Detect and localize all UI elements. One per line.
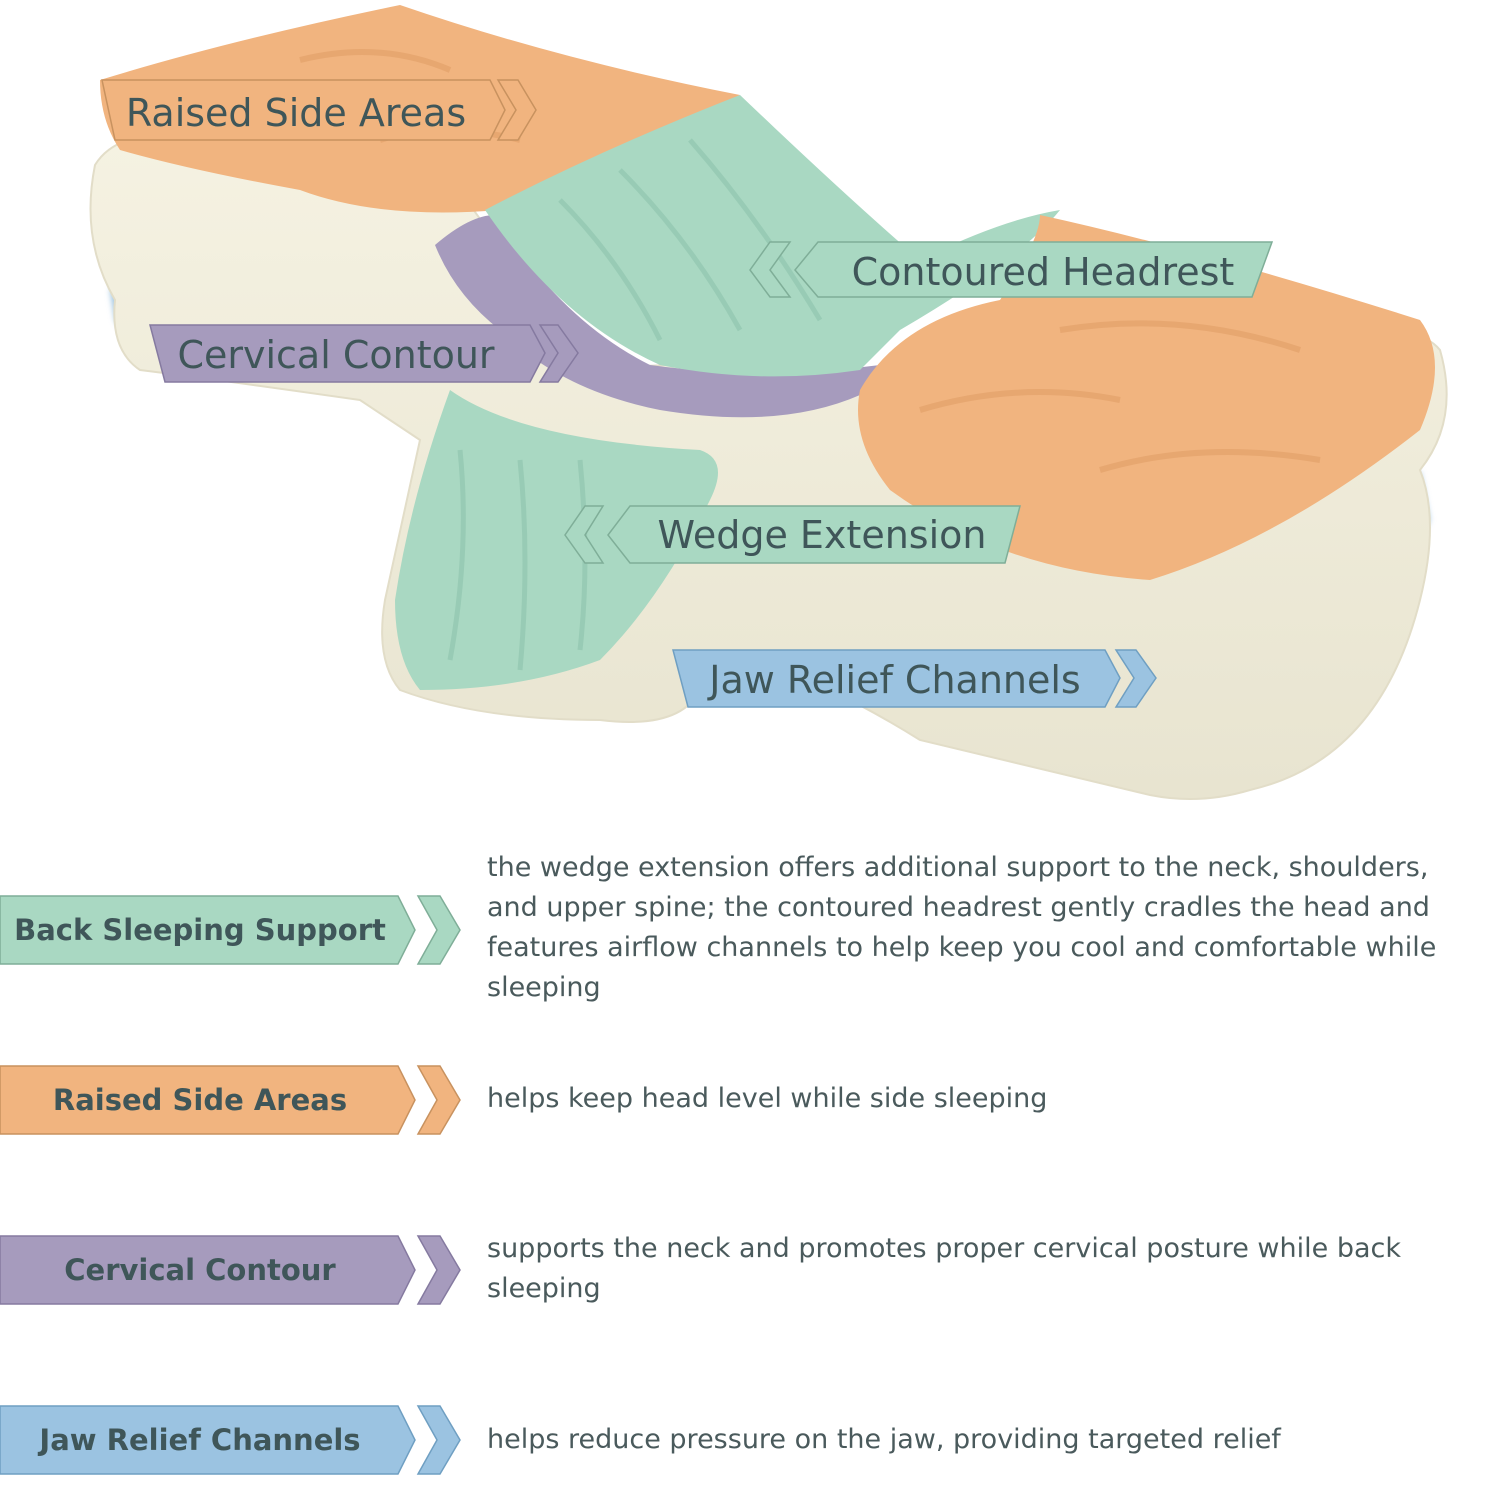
callout-raised-side-areas: Raised Side Areas bbox=[101, 79, 537, 141]
contoured-headrest-region bbox=[485, 95, 1060, 377]
legend-label-jaw-relief: Jaw Relief Channels bbox=[39, 1423, 361, 1457]
callout-label-raised-side-areas: Raised Side Areas bbox=[126, 91, 466, 135]
callout-cervical-contour: Cervical Contour bbox=[149, 324, 579, 383]
legend-label-back-sleeping: Back Sleeping Support bbox=[14, 913, 386, 947]
wedge-extension-region bbox=[395, 390, 718, 690]
callout-jaw-relief-channels: Jaw Relief Channels bbox=[672, 649, 1157, 708]
legend-description-raised-side: helps keep head level while side sleepin… bbox=[487, 1083, 1048, 1114]
pillow-illustration: Raised Side Areas Contoured Headrest Cer… bbox=[89, 5, 1448, 800]
legend-description-jaw-relief: helps reduce pressure on the jaw, provid… bbox=[487, 1424, 1281, 1455]
legend-description-back-sleeping: the wedge extension offers additional su… bbox=[487, 852, 1437, 1003]
callout-label-wedge-extension: Wedge Extension bbox=[658, 513, 987, 557]
legend-description-cervical: supports the neck and promotes proper ce… bbox=[487, 1233, 1401, 1304]
raised-side-area-right bbox=[858, 215, 1435, 580]
callout-label-contoured-headrest: Contoured Headrest bbox=[852, 250, 1235, 294]
callout-wedge-extension: Wedge Extension bbox=[564, 505, 1021, 564]
legend-badge-orange bbox=[0, 1065, 461, 1135]
callout-label-jaw-relief-channels: Jaw Relief Channels bbox=[707, 658, 1080, 702]
legend-badge-purple bbox=[0, 1235, 461, 1305]
legend-badge-blue bbox=[0, 1405, 461, 1475]
cervical-contour-region bbox=[435, 215, 880, 418]
legend-label-raised-side: Raised Side Areas bbox=[52, 1083, 348, 1117]
callout-label-cervical-contour: Cervical Contour bbox=[177, 333, 494, 377]
callout-contoured-headrest: Contoured Headrest bbox=[749, 241, 1274, 298]
legend-label-cervical: Cervical Contour bbox=[64, 1253, 336, 1287]
legend-badge-green bbox=[0, 895, 461, 965]
